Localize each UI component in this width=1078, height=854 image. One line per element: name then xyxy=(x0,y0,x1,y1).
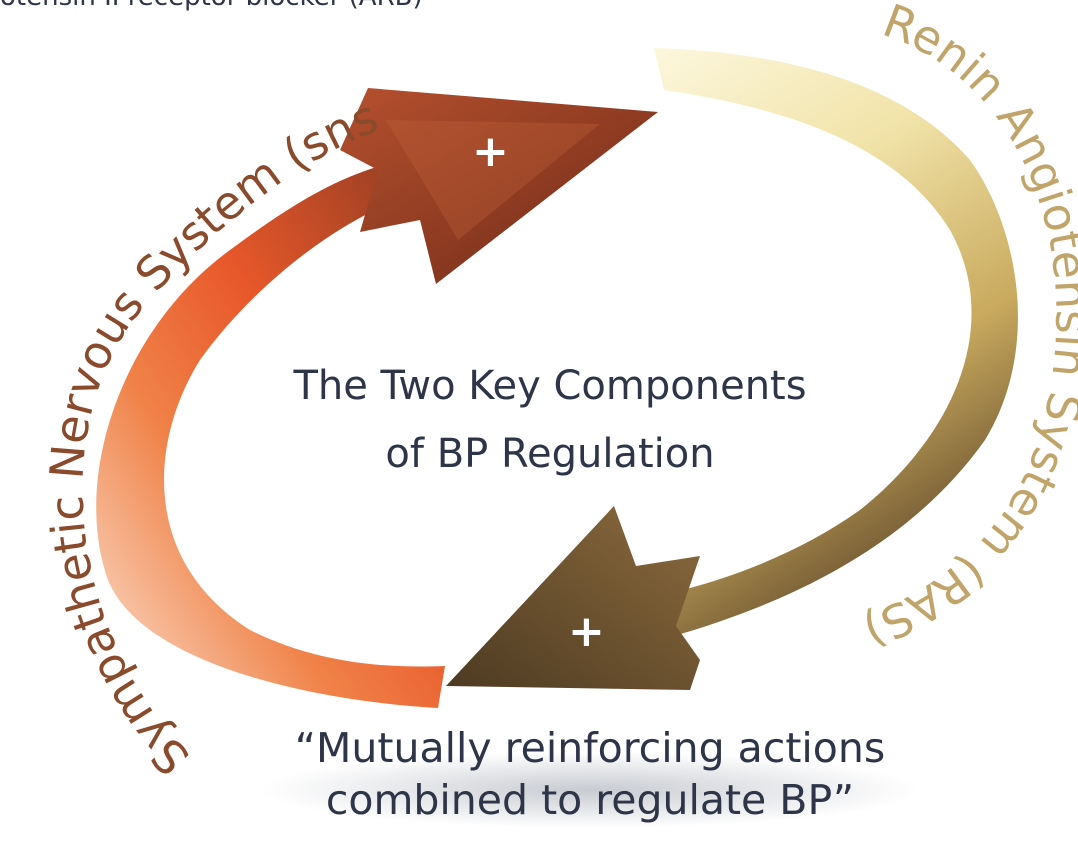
sns-arrow-highlight xyxy=(386,120,600,240)
sns-arrow-body xyxy=(96,166,445,708)
quote: “Mutually reinforcing actions combined t… xyxy=(200,722,980,826)
top-caption: otensin II receptor blocker (ARB) xyxy=(0,0,423,12)
sns-arrow xyxy=(96,88,658,708)
ras-arrow-body xyxy=(640,48,1018,640)
quote-shadow xyxy=(260,752,920,828)
sns-arrow-head xyxy=(340,88,658,284)
quote-line2: combined to regulate BP” xyxy=(325,776,855,824)
ras-plus-sign: + xyxy=(568,606,605,657)
center-title-line2: of BP Regulation xyxy=(385,431,715,477)
sns-plus-sign: + xyxy=(472,126,509,177)
center-title-line1: The Two Key Components xyxy=(293,363,807,409)
ras-arrow xyxy=(446,48,1018,690)
quote-line1: “Mutually reinforcing actions xyxy=(294,724,886,772)
center-title: The Two Key Components of BP Regulation xyxy=(250,352,850,488)
ras-arrow-head xyxy=(446,506,700,690)
